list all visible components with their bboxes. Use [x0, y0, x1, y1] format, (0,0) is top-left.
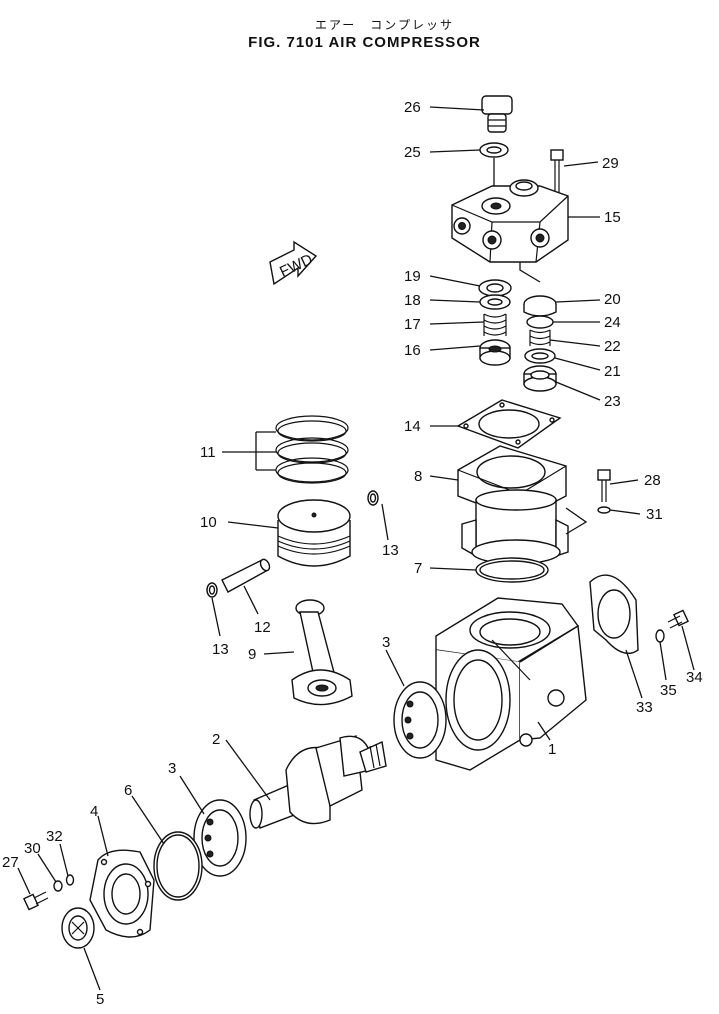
callout-3-left: 3: [168, 760, 176, 777]
part-15-cylinder-head: [451, 179, 569, 263]
callout-15: 15: [604, 209, 621, 226]
part-14-gasket: [456, 399, 562, 449]
part-20-valve-cap: [523, 295, 557, 317]
callout-26: 26: [404, 99, 421, 116]
leader-lines: [17, 106, 695, 991]
callout-24: 24: [604, 314, 621, 331]
part-18-valve-plate: [479, 294, 511, 310]
part-6-o-ring: [153, 831, 203, 901]
callout-10: 10: [200, 514, 217, 531]
callout-35: 35: [660, 682, 677, 699]
part-7-o-ring: [475, 557, 549, 583]
part-4-bearing-cover: [89, 849, 155, 938]
callout-8: 8: [414, 468, 422, 485]
callout-12: 12: [254, 619, 271, 636]
part-25-washer: [479, 142, 509, 158]
part-13-snap-ring-left: [206, 582, 218, 598]
callout-17: 17: [404, 316, 421, 333]
part-3-bearing-left: [193, 799, 247, 877]
part-27-bolt: [23, 891, 49, 911]
part-13-snap-ring-right: [367, 490, 379, 506]
figure-title-japanese: エアー コンプレッサ: [315, 18, 454, 32]
figure-title: FIG. 7101 AIR COMPRESSOR: [248, 34, 481, 51]
callout-19: 19: [404, 268, 421, 285]
part-8-cylinder-block: [457, 445, 569, 565]
part-10-piston: [277, 499, 351, 567]
callout-6: 6: [124, 782, 132, 799]
part-35-washer: [655, 629, 665, 643]
callout-1: 1: [548, 741, 556, 758]
callout-5: 5: [96, 991, 104, 1008]
callout-11: 11: [200, 444, 216, 461]
callout-labels: 26 25 29 15 19 18 17 16 20 24 22 21 23 1…: [2, 99, 703, 1008]
callout-9: 9: [248, 646, 256, 663]
part-33-cover: [589, 574, 639, 654]
part-3-bearing-right: [393, 681, 447, 759]
part-19-valve-ring: [478, 279, 512, 297]
part-26-plug: [481, 95, 513, 133]
part-28-bolt: [597, 469, 611, 502]
part-1-crankcase: [435, 597, 587, 771]
callout-13-right: 13: [382, 542, 399, 559]
part-30-washer: [53, 880, 63, 892]
callout-31: 31: [646, 506, 663, 523]
callout-32: 32: [46, 828, 63, 845]
callout-20: 20: [604, 291, 621, 308]
callout-4: 4: [90, 803, 98, 820]
part-32-washer: [65, 874, 75, 886]
part-23-valve-seat: [523, 365, 557, 392]
callout-30: 30: [24, 840, 41, 857]
part-34-bolt: [667, 609, 689, 629]
part-21-valve-ring: [524, 348, 556, 364]
callout-29: 29: [602, 155, 619, 172]
part-11-piston-rings: [275, 415, 349, 484]
callout-27: 27: [2, 854, 19, 871]
callout-18: 18: [404, 292, 421, 309]
part-31-washer: [597, 506, 611, 514]
callout-21: 21: [604, 363, 621, 380]
part-22-valve-spring: [529, 329, 551, 346]
callout-33: 33: [636, 699, 653, 716]
part-9-connecting-rod: [291, 599, 353, 706]
part-5-oil-seal: [61, 907, 95, 949]
callout-22: 22: [604, 338, 621, 355]
fwd-direction-arrow: FWD: [269, 240, 318, 286]
callout-7: 7: [414, 560, 422, 577]
callout-28: 28: [644, 472, 661, 489]
callout-13-left: 13: [212, 641, 229, 658]
part-24-valve-plate: [526, 315, 554, 329]
callout-25: 25: [404, 144, 421, 161]
callout-2: 2: [212, 731, 220, 748]
part-2-crankshaft: [249, 735, 387, 829]
part-12-piston-pin: [221, 558, 271, 593]
part-17-valve-spring: [483, 313, 507, 336]
part-16-valve-seat: [479, 339, 511, 366]
callout-3-right: 3: [382, 634, 390, 651]
callout-14: 14: [404, 418, 421, 435]
callout-34: 34: [686, 669, 703, 686]
callout-16: 16: [404, 342, 421, 359]
callout-23: 23: [604, 393, 621, 410]
